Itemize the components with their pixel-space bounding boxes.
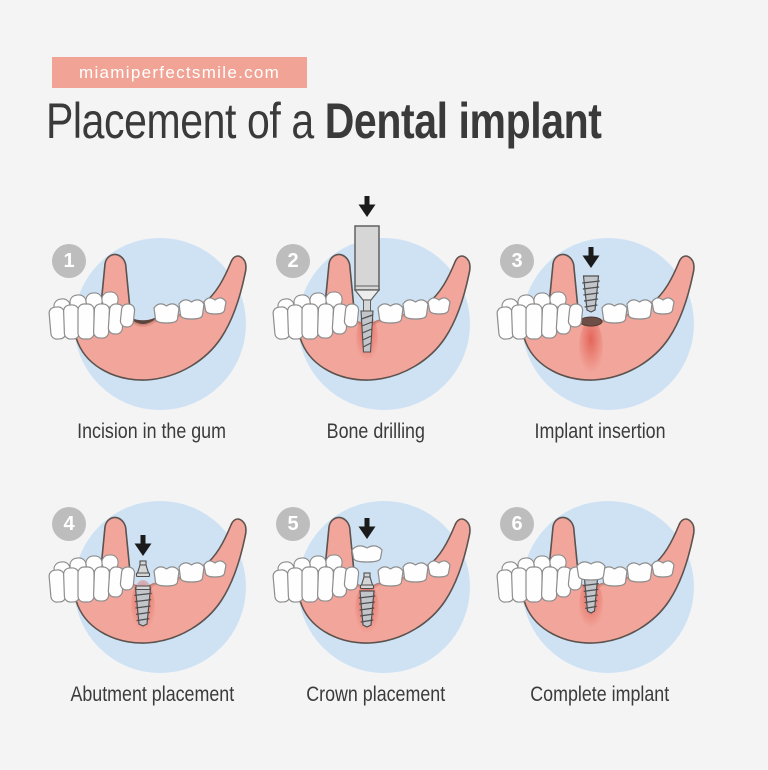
- step-2-illustration: [264, 192, 488, 424]
- implant-screw: [134, 587, 152, 627]
- molar-tooth: [651, 560, 675, 578]
- molar-tooth: [377, 566, 404, 587]
- molar-tooth: [153, 303, 180, 324]
- step-caption: Abutment placement: [40, 682, 264, 708]
- jaw-illustration: [496, 238, 695, 410]
- molar-tooth: [601, 303, 628, 324]
- teeth: [48, 291, 227, 340]
- teeth: [48, 554, 227, 603]
- socket-hole: [579, 316, 603, 327]
- step-number-badge: 6: [500, 507, 534, 541]
- step-number: 1: [63, 249, 75, 272]
- step-5-illustration: [264, 455, 488, 687]
- down-arrow-icon: [582, 247, 600, 268]
- step-number: 4: [63, 512, 75, 535]
- down-arrow-icon: [134, 535, 152, 556]
- step-4-card: 4 Abutment placement: [40, 455, 264, 715]
- molar-tooth: [178, 562, 205, 583]
- molar-tooth: [203, 560, 227, 578]
- step-caption: Implant insertion: [488, 419, 712, 445]
- step-number: 6: [511, 512, 523, 535]
- step-caption-text: Crown placement: [306, 683, 446, 706]
- molar-tooth: [576, 561, 606, 581]
- step-caption-text: Complete implant: [530, 683, 670, 706]
- step-caption: Bone drilling: [264, 419, 488, 445]
- page-title: Placement of a Dental implant: [46, 93, 602, 149]
- step-number-badge: 3: [500, 244, 534, 278]
- molar-tooth: [651, 297, 675, 315]
- step-caption: Complete implant: [488, 682, 712, 708]
- tooth-crown: [351, 545, 383, 563]
- molar-tooth: [427, 297, 451, 315]
- step-6-illustration: [488, 455, 712, 687]
- step-caption-text: Implant insertion: [534, 420, 666, 443]
- step-5-card: 5 Crown placement: [264, 455, 488, 715]
- step-1-card: 1 Incision in the gum: [40, 192, 264, 452]
- teeth: [496, 554, 675, 603]
- jaw-illustration: [272, 501, 471, 673]
- title-bold-part: Dental implant: [324, 93, 602, 149]
- molar-tooth: [178, 299, 205, 320]
- step-number-badge: 1: [52, 244, 86, 278]
- website-banner: miamiperfectsmile.com: [52, 57, 308, 88]
- implant-screw: [358, 590, 376, 628]
- down-arrow-icon: [358, 518, 376, 539]
- molar-tooth: [203, 297, 227, 315]
- step-number: 5: [287, 512, 299, 535]
- step-4-illustration: [40, 455, 264, 687]
- title-light-part: Placement of a: [46, 93, 325, 149]
- teeth: [496, 291, 675, 340]
- inflammation-glow: [579, 320, 603, 376]
- molar-tooth: [626, 562, 653, 583]
- molar-tooth: [402, 299, 429, 320]
- step-caption: Crown placement: [264, 682, 488, 708]
- step-2-card: 2 Bone drilling: [264, 192, 488, 452]
- molar-tooth: [626, 299, 653, 320]
- down-arrow-icon: [358, 196, 376, 217]
- step-number-badge: 5: [276, 507, 310, 541]
- teeth: [272, 291, 451, 340]
- step-3-card: 3 Implant insertion: [488, 192, 712, 452]
- step-number: 2: [287, 249, 299, 272]
- step-6-card: 6 Complete implant: [488, 455, 712, 715]
- molar-tooth: [427, 560, 451, 578]
- jaw-illustration: [48, 238, 247, 410]
- teeth: [272, 554, 451, 603]
- step-number-badge: 2: [276, 244, 310, 278]
- jaw-illustration: [48, 501, 247, 673]
- jaw-illustration: [496, 501, 695, 673]
- step-caption-text: Incision in the gum: [77, 420, 227, 443]
- tooth-crown: [576, 561, 606, 581]
- bone-drill: [353, 225, 381, 353]
- step-caption-text: Bone drilling: [326, 420, 426, 443]
- step-number: 3: [511, 249, 523, 272]
- molar-tooth: [402, 562, 429, 583]
- website-url-text: miamiperfectsmile.com: [79, 63, 281, 82]
- implant-screw: [583, 578, 599, 614]
- molar-tooth: [351, 545, 383, 563]
- abutment: [135, 560, 151, 578]
- step-3-illustration: [488, 192, 712, 424]
- step-number-badge: 4: [52, 507, 86, 541]
- step-caption: Incision in the gum: [40, 419, 264, 445]
- abutment: [359, 572, 375, 590]
- implant-screw: [582, 275, 600, 313]
- jaw-illustration: [272, 196, 471, 410]
- molar-tooth: [377, 303, 404, 324]
- step-caption-text: Abutment placement: [70, 683, 234, 706]
- step-1-illustration: [40, 192, 264, 424]
- molar-tooth: [153, 566, 180, 587]
- molar-tooth: [601, 566, 628, 587]
